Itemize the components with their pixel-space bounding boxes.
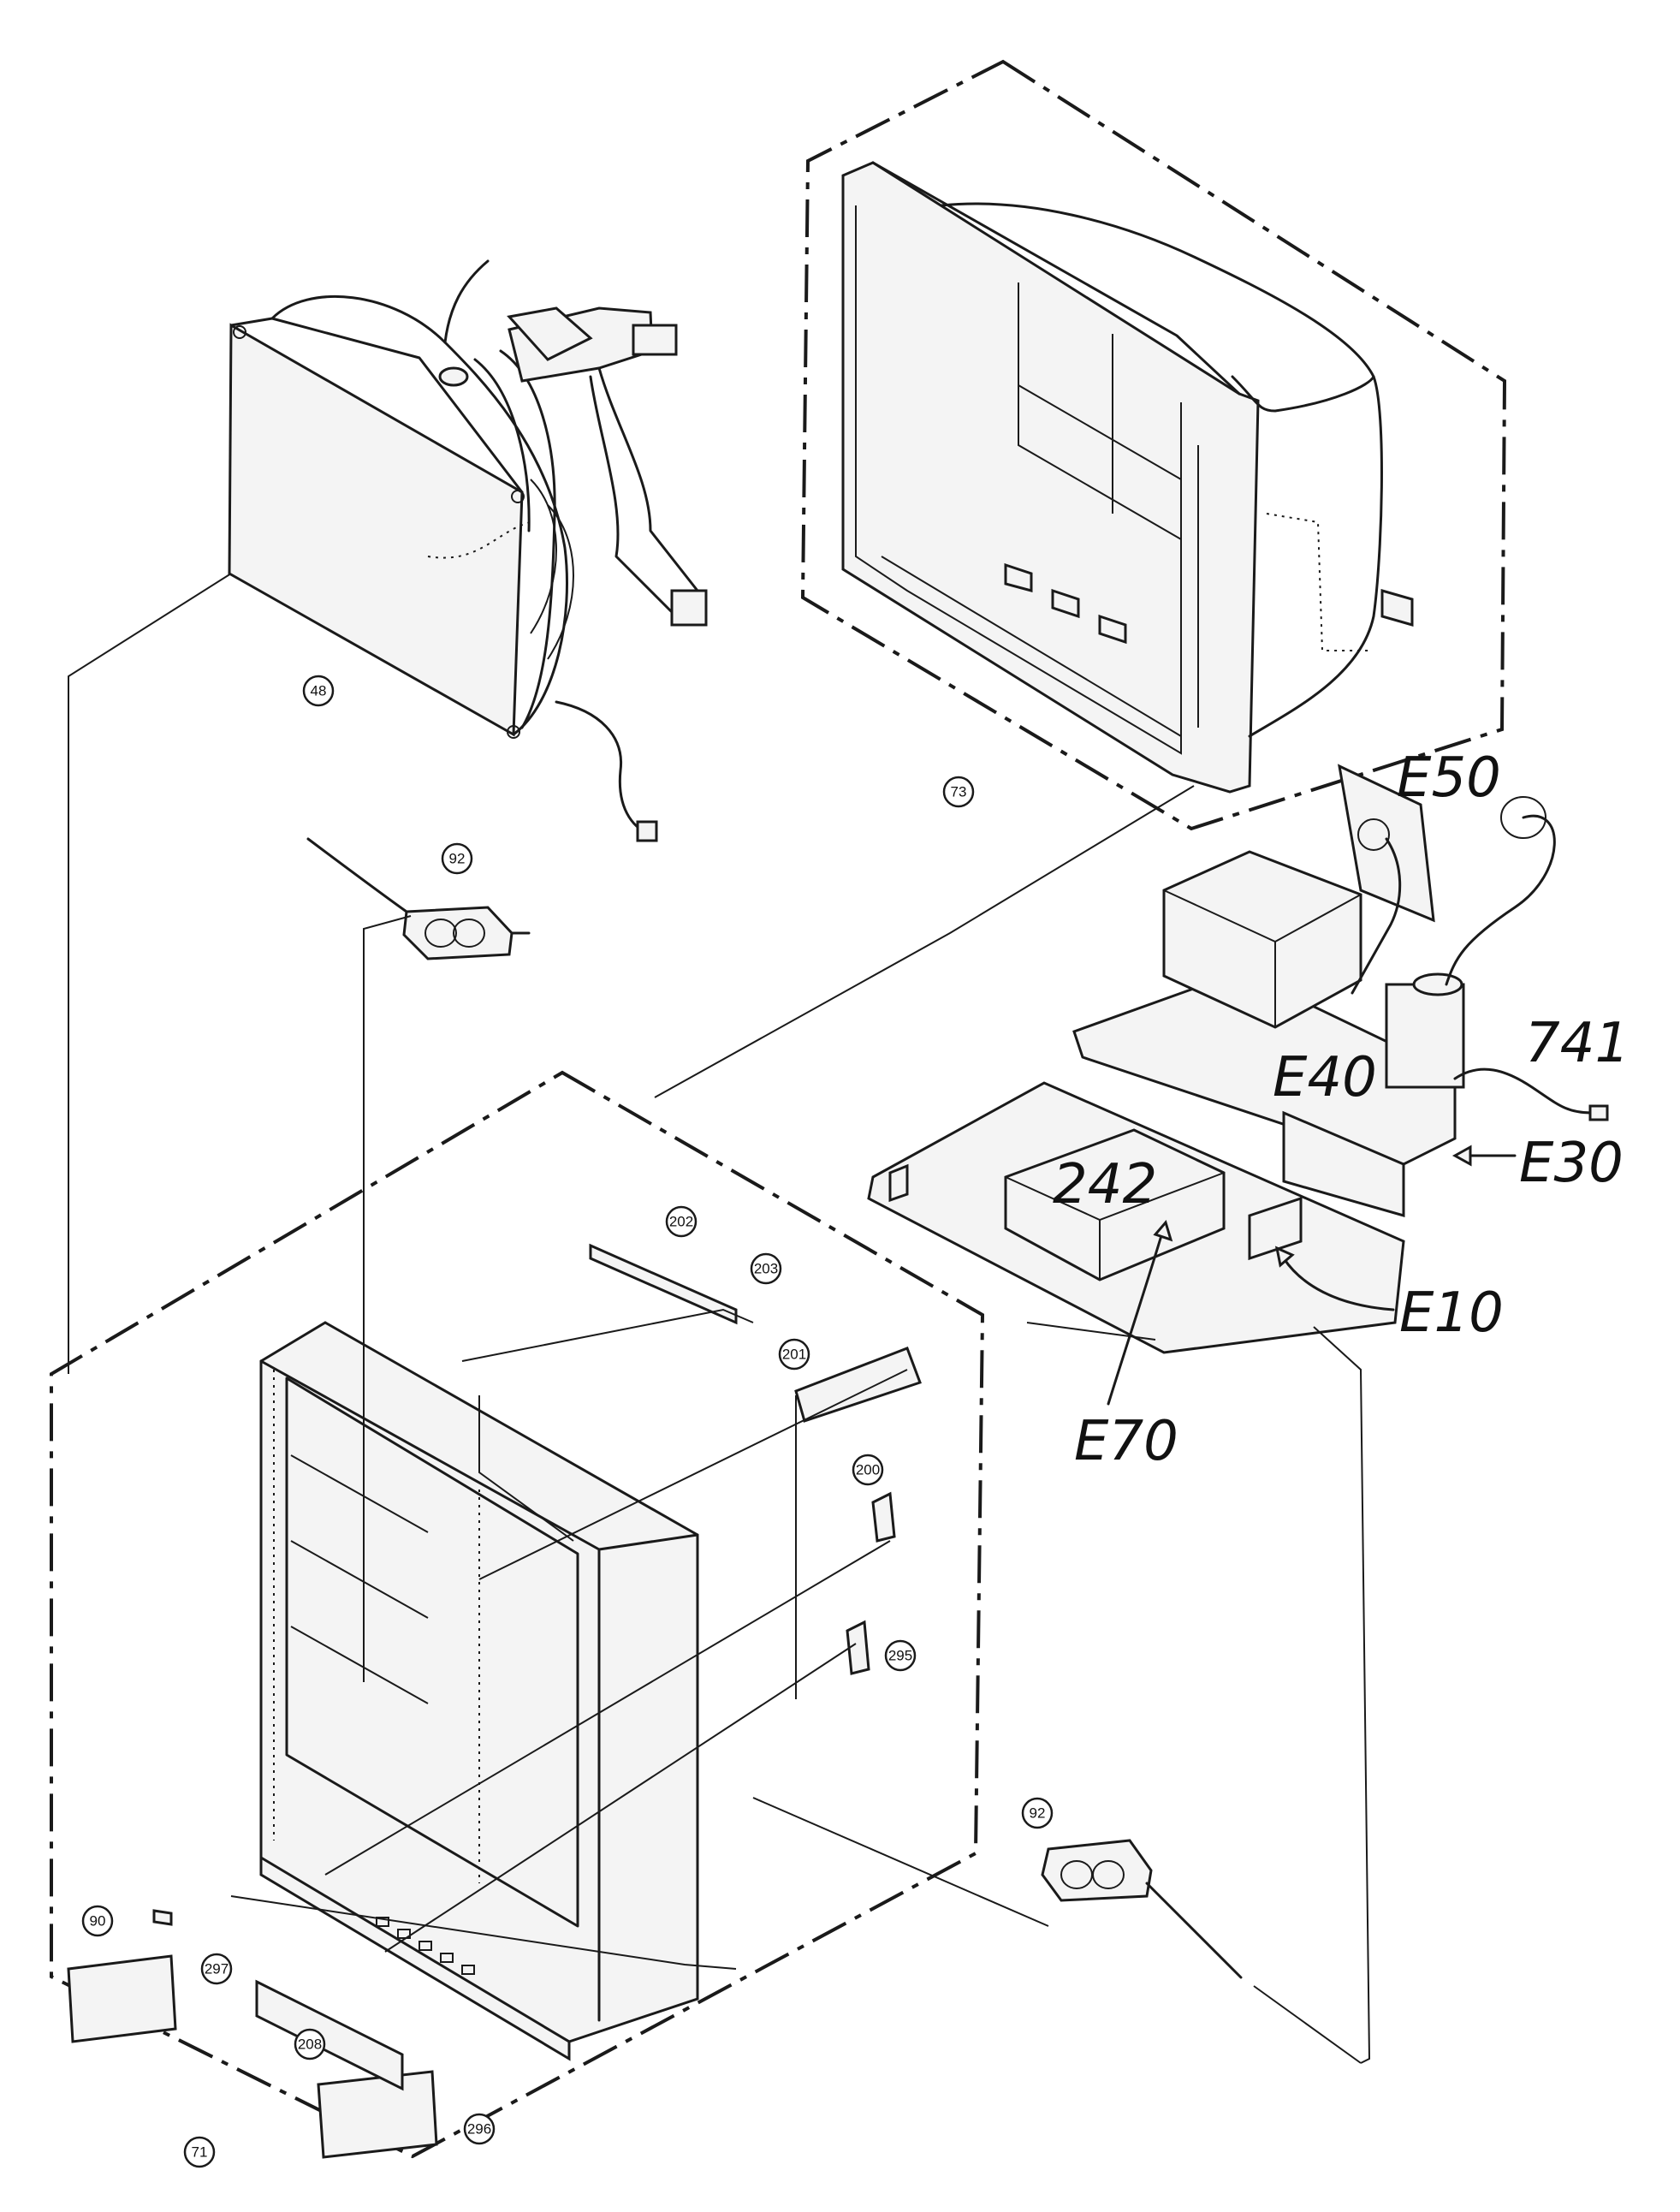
- callout-71: 71: [183, 2136, 216, 2168]
- group-boundary-main-board: [654, 785, 1195, 1098]
- main-chassis-board: [867, 764, 1609, 1354]
- label-741: 741: [1525, 1012, 1630, 1075]
- label-e30: E30: [1519, 1132, 1624, 1195]
- svg-text:203: 203: [754, 1261, 778, 1277]
- callout-295: 295: [884, 1639, 917, 1672]
- callout-73: 73: [942, 776, 975, 808]
- speaker-upper: [306, 837, 531, 960]
- callout-296: 296: [463, 2113, 496, 2145]
- callout-202: 202: [665, 1205, 698, 1238]
- cabinet-back-cover: [841, 161, 1414, 794]
- label-arrows: [1107, 1145, 1517, 1406]
- svg-text:92: 92: [1030, 1805, 1046, 1822]
- group-boundary-cabinet-back: [800, 59, 1507, 831]
- leader-lines: [68, 573, 1371, 2064]
- svg-text:90: 90: [90, 1913, 106, 1930]
- svg-text:48: 48: [311, 683, 327, 699]
- svg-text:73: 73: [951, 784, 967, 800]
- front-cabinet: [67, 1243, 922, 2159]
- callout-200: 200: [852, 1454, 884, 1486]
- svg-text:71: 71: [192, 2144, 208, 2161]
- svg-text:202: 202: [669, 1214, 693, 1230]
- speaker-lower: [1041, 1839, 1243, 1979]
- callout-92-lower: 92: [1021, 1797, 1054, 1829]
- label-e70: E70: [1074, 1410, 1178, 1473]
- callout-92-upper: 92: [441, 842, 473, 875]
- front-control-buttons: [376, 1917, 475, 1975]
- label-e10: E10: [1399, 1281, 1504, 1345]
- svg-text:295: 295: [888, 1648, 912, 1664]
- callout-297: 297: [200, 1953, 233, 1985]
- svg-text:92: 92: [449, 851, 466, 867]
- svg-text:296: 296: [467, 2121, 491, 2138]
- svg-text:297: 297: [205, 1961, 229, 1977]
- crt-picture-tube: [228, 259, 708, 842]
- callout-208: 208: [294, 2028, 326, 2060]
- label-e50: E50: [1397, 746, 1501, 810]
- group-boundary-front-cabinet: [50, 1070, 985, 2159]
- callout-201: 201: [778, 1338, 810, 1371]
- svg-text:200: 200: [856, 1462, 880, 1478]
- callout-90: 90: [81, 1905, 114, 1937]
- callout-48: 48: [302, 675, 335, 707]
- svg-text:201: 201: [782, 1347, 806, 1363]
- callout-203: 203: [750, 1252, 782, 1285]
- svg-text:208: 208: [298, 2037, 322, 2053]
- label-242: 242: [1053, 1153, 1157, 1216]
- label-e40: E40: [1273, 1046, 1377, 1109]
